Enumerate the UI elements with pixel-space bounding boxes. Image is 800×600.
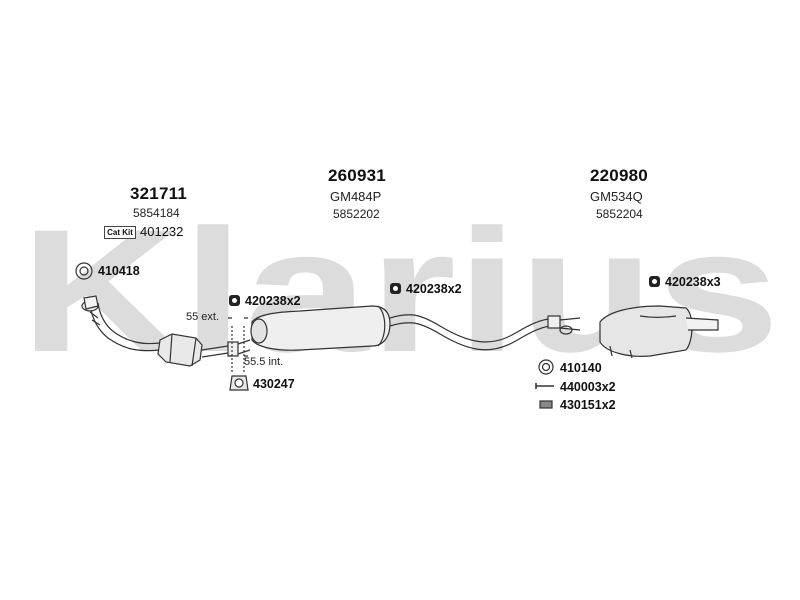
clamp-mid-part: 420238x2 bbox=[406, 282, 462, 296]
middle-pipe bbox=[389, 314, 561, 351]
rear-silencer bbox=[599, 305, 719, 359]
front-downpipe bbox=[81, 295, 161, 352]
group3-main-part: 220980 bbox=[590, 166, 648, 185]
cat-kit-part: 401232 bbox=[140, 224, 184, 239]
gasket-front-drawing bbox=[75, 262, 93, 280]
front-joint bbox=[227, 326, 251, 372]
group3-oe-number: 5852204 bbox=[596, 207, 643, 221]
group2-code: GM484P bbox=[330, 189, 382, 204]
group2-oe-number: 5852202 bbox=[333, 207, 380, 221]
rubber-rear-part: 430151x2 bbox=[560, 398, 616, 412]
rear-joint bbox=[559, 317, 581, 335]
ring-rear-part: 410140 bbox=[560, 361, 602, 375]
group3-code: GM534Q bbox=[590, 189, 643, 204]
dimension-int: 55.5 int. bbox=[244, 356, 284, 368]
group1-oe-number: 5854184 bbox=[133, 206, 180, 220]
cat-kit-badge: Cat Kit bbox=[104, 226, 136, 239]
bolt-rear-part: 440003x2 bbox=[560, 380, 616, 394]
dimension-ext: 55 ext. bbox=[186, 311, 220, 323]
mount-front-part: 430247 bbox=[253, 377, 295, 391]
catalytic-converter bbox=[157, 333, 229, 367]
clamp-front-part: 420238x2 bbox=[245, 294, 301, 308]
group1-main-part: 321711 bbox=[130, 184, 187, 203]
mount-front-drawing bbox=[229, 375, 249, 391]
middle-silencer bbox=[250, 305, 391, 351]
clamp-rear-part: 420238x3 bbox=[665, 275, 721, 289]
rubber-rear-drawing bbox=[539, 400, 553, 409]
ring-rear-drawing bbox=[538, 359, 554, 375]
group2-main-part: 260931 bbox=[328, 166, 386, 185]
gasket-front-part: 410418 bbox=[98, 264, 140, 278]
